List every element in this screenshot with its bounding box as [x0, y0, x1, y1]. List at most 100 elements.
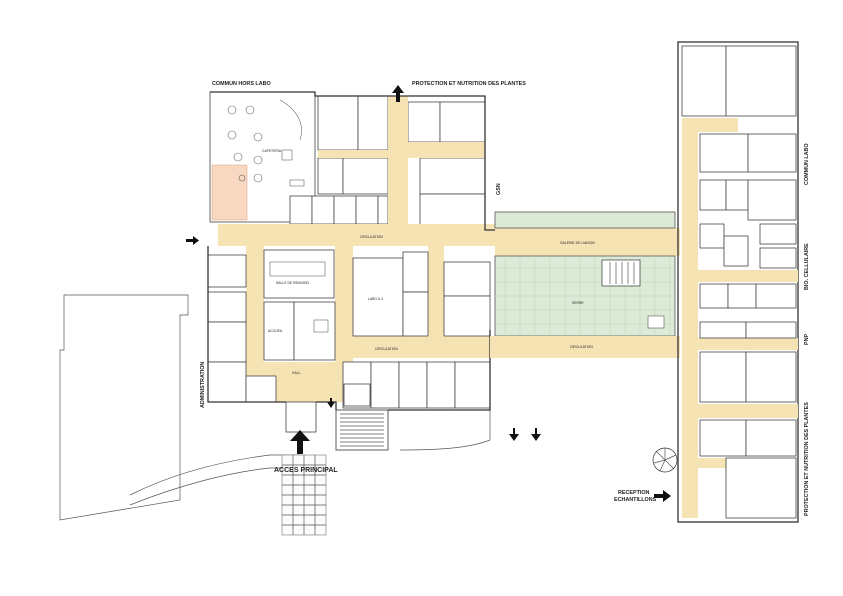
room-pnp-2 — [357, 95, 389, 151]
room-cl-2 — [342, 157, 389, 195]
room-e2 — [725, 45, 797, 117]
room-accueil — [263, 301, 295, 361]
label-commun-labo: COMMUN LABO — [804, 143, 810, 185]
lift — [343, 383, 371, 407]
counter — [313, 319, 329, 333]
label-circulation-lower: CIRCULATION — [375, 347, 398, 351]
room-admin-1 — [207, 254, 247, 288]
serre-box — [647, 315, 665, 329]
room-e9 — [723, 235, 749, 267]
serre-stair — [601, 259, 641, 287]
room-s2 — [370, 361, 400, 409]
label-labo-a3: LABO A.3 — [368, 297, 383, 301]
label-accueil: ACCUEIL — [268, 329, 283, 333]
room-wc-4 — [355, 195, 379, 225]
corridor-lower-ew — [335, 336, 490, 358]
corridor-west-v — [246, 246, 264, 376]
cafeteria-tables — [227, 99, 305, 187]
vestibule — [285, 401, 317, 433]
room-e5 — [699, 179, 727, 211]
room-admin-3 — [207, 321, 247, 363]
site-path — [129, 454, 300, 506]
arrow-main-entrance-icon — [290, 430, 310, 454]
room-cl-1 — [317, 157, 344, 195]
label-galerie: GALERIE DE LIAISON — [560, 241, 595, 245]
room-cl-4 — [443, 261, 491, 297]
terrace-hatch — [211, 164, 248, 221]
room-e6 — [725, 179, 749, 211]
arrow-down-1-icon — [509, 428, 519, 441]
label-protection-top: PROTECTION ET NUTRITION DES PLANTES — [412, 81, 526, 87]
room-e19 — [699, 419, 747, 457]
room-admin-2 — [207, 291, 247, 323]
room-pnp-1 — [317, 95, 359, 151]
room-reunion-table — [269, 261, 326, 277]
room-admin-4 — [207, 361, 247, 403]
room-qsa — [419, 157, 486, 195]
arrow-west-entrance-icon — [186, 236, 199, 245]
room-e11 — [759, 247, 797, 269]
site-outline — [59, 294, 189, 521]
serre-north-strip — [494, 211, 676, 229]
corridor-east-mid2 — [698, 338, 798, 350]
room-wc-5 — [377, 195, 389, 225]
room-labo-a3 — [352, 257, 404, 337]
corridor-east-v — [682, 118, 698, 518]
circulation-south-serre — [490, 336, 680, 358]
room-wc-2 — [311, 195, 335, 225]
room-cl-5 — [443, 295, 491, 337]
corridor-east-bottom — [698, 458, 728, 468]
arrow-north-exit-icon — [392, 85, 404, 102]
room-e13 — [727, 283, 757, 309]
label-serre: SERRE — [572, 301, 584, 305]
room-e3 — [699, 133, 749, 173]
label-reception-2: ECHANTILLONS — [614, 497, 657, 503]
label-reunion: SALLE DE REUNION — [276, 281, 309, 285]
label-pnp: PNP — [804, 334, 810, 345]
main-staircase — [335, 409, 389, 451]
label-commun-hors-labo: COMMUN HORS LABO — [212, 81, 271, 87]
room-e8 — [699, 223, 725, 249]
galerie-corridor — [495, 228, 680, 256]
room-wc-3 — [333, 195, 357, 225]
room-a4b — [402, 291, 429, 337]
arrow-stair-icon — [327, 398, 335, 408]
room-e14 — [755, 283, 797, 309]
corridor-cafe-link-2 — [408, 142, 485, 158]
label-reception-1: RECEPTION — [618, 490, 650, 496]
room-reunion — [263, 249, 335, 299]
label-hall: HALL — [292, 371, 301, 375]
room-qsa-2 — [419, 193, 486, 229]
room-e10 — [759, 223, 797, 245]
room-e20 — [745, 419, 797, 457]
room-e12 — [699, 283, 729, 309]
driveway-curve — [399, 330, 491, 451]
corridor-main-ew — [218, 224, 495, 246]
label-administration: ADMINISTRATION — [200, 362, 206, 408]
arrow-down-2-icon — [531, 428, 541, 441]
room-e17 — [699, 351, 747, 403]
room-e18 — [745, 351, 797, 403]
room-admin-5 — [245, 375, 277, 403]
corridor-cafe-link — [318, 150, 388, 158]
corridor-east-low — [698, 404, 798, 418]
room-e21 — [725, 457, 797, 519]
corridor-east-top — [698, 118, 738, 132]
corridor-east-mid — [698, 270, 798, 282]
room-a4 — [402, 251, 429, 293]
label-circulation-main: CIRCULATION — [360, 235, 383, 239]
room-e4 — [747, 133, 797, 173]
room-a5 — [293, 301, 336, 361]
room-s5 — [454, 361, 491, 409]
room-s3 — [398, 361, 428, 409]
entrance-walkway — [281, 454, 327, 536]
room-e1 — [681, 45, 727, 117]
room-e16 — [745, 321, 797, 339]
room-e7 — [747, 179, 797, 221]
label-bio-cellulaire: BIO. CELLULAIRE — [804, 243, 810, 290]
label-gsn: GSN — [496, 183, 502, 195]
room-s4 — [426, 361, 456, 409]
spiral-stair — [652, 447, 678, 473]
label-acces-principal: ACCES PRINCIPAL — [274, 467, 338, 474]
